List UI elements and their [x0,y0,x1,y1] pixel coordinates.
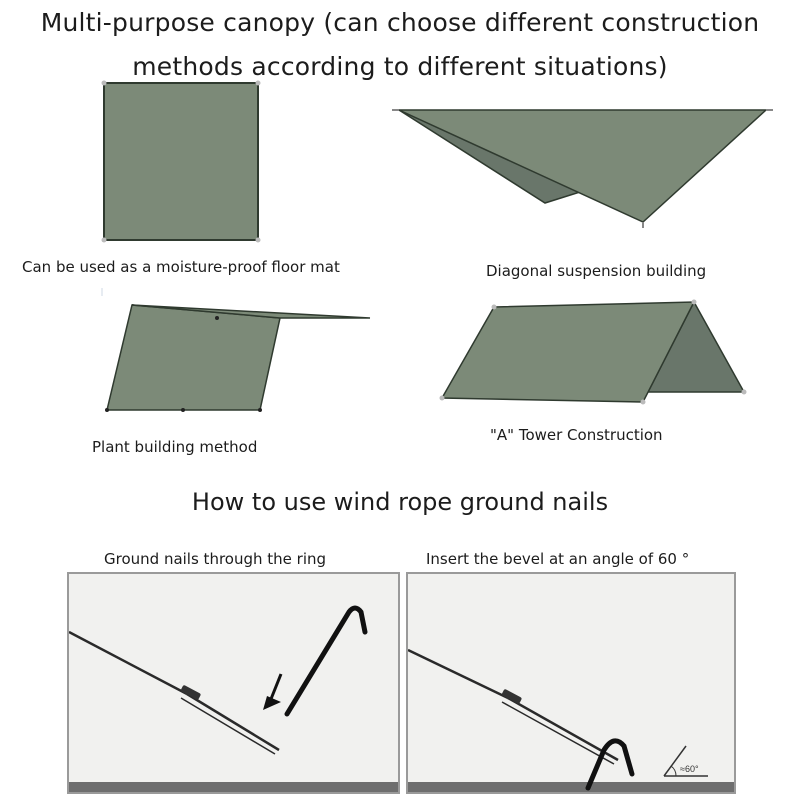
a-tower-caption: "A" Tower Construction [490,426,663,444]
wind-rope-section-title: How to use wind rope ground nails [191,488,609,516]
canopy-illustrations [101,80,773,412]
panel-ground-nail-ring [67,572,400,794]
plant-building-caption: Plant building method [92,438,258,456]
ground-nail-ring-illustration [69,605,398,792]
page-title-line-1: Multi-purpose canopy (can choose differe… [40,8,760,37]
page-title-line-2: methods according to different situation… [132,52,668,81]
angle-label: ≈60° [680,764,699,774]
floor-mat-caption: Can be used as a moisture-proof floor ma… [22,258,340,276]
panel-bevel-angle: ≈60° [406,572,736,794]
plant-building-illustration [101,288,371,412]
angle-indicator: ≈60° [663,745,708,777]
diagonal-suspension-illustration [392,109,773,228]
a-tower-illustration [439,299,747,405]
panel-right-caption: Insert the bevel at an angle of 60 ° [426,550,690,568]
bevel-angle-illustration: ≈60° [408,648,734,792]
diagonal-suspension-caption: Diagonal suspension building [486,262,707,280]
floor-mat-illustration [101,80,261,243]
panel-left-caption: Ground nails through the ring [104,550,327,568]
